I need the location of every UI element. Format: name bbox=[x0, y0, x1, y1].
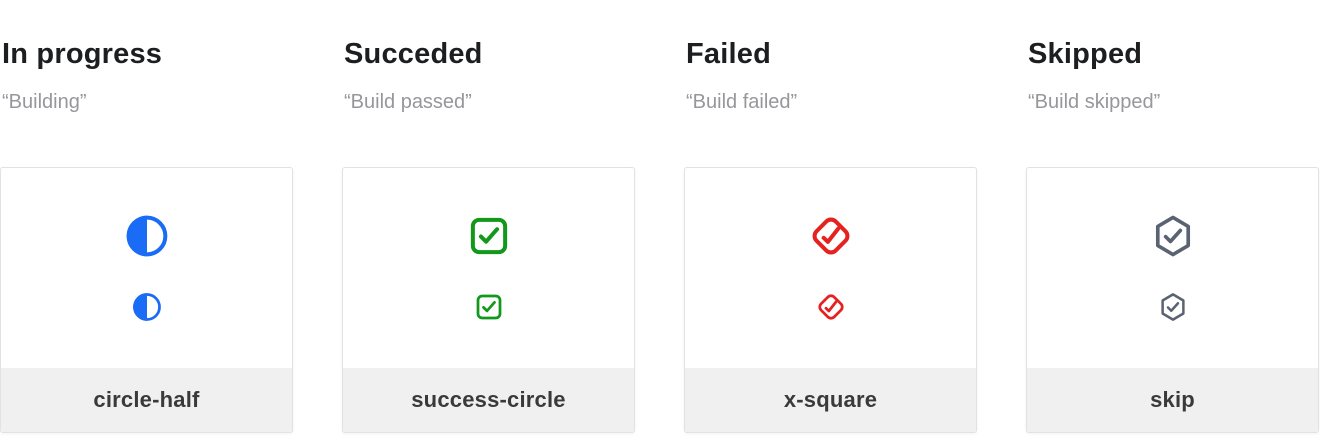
icon-preview-area bbox=[1027, 168, 1318, 368]
status-message: “Building” bbox=[2, 91, 87, 113]
circle-half-icon bbox=[132, 292, 162, 322]
icon-name-label: x-square bbox=[783, 387, 878, 412]
icon-name-footer: x-square bbox=[685, 368, 976, 432]
status-message: “Build passed” bbox=[344, 91, 472, 113]
circle-half-icon bbox=[125, 214, 169, 258]
icon-name-label: circle-half bbox=[93, 387, 200, 412]
success-circle-icon bbox=[467, 214, 511, 258]
skip-icon bbox=[1158, 292, 1188, 322]
icon-name-footer: skip bbox=[1027, 368, 1318, 432]
skip-icon bbox=[1151, 214, 1195, 258]
icon-name-footer: success-circle bbox=[343, 368, 634, 432]
icon-card: circle-half bbox=[0, 167, 293, 433]
x-square-icon bbox=[809, 214, 853, 258]
status-column-in-progress: In progress “Building” circle-half bbox=[0, 0, 293, 433]
icon-preview-area bbox=[343, 168, 634, 368]
status-title: Succeded bbox=[344, 38, 483, 70]
icon-card: success-circle bbox=[342, 167, 635, 433]
icon-name-label: skip bbox=[1150, 387, 1195, 412]
icon-preview-area bbox=[685, 168, 976, 368]
icon-name-footer: circle-half bbox=[1, 368, 292, 432]
status-title: In progress bbox=[2, 38, 163, 70]
status-column-failed: Failed “Build failed” x-square bbox=[684, 0, 977, 433]
icon-card: skip bbox=[1026, 167, 1319, 433]
status-column-skipped: Skipped “Build skipped” skip bbox=[1026, 0, 1319, 433]
icon-name-label: success-circle bbox=[411, 387, 566, 412]
x-square-icon bbox=[816, 292, 846, 322]
status-column-succeded: Succeded “Build passed” success-circle bbox=[342, 0, 635, 433]
icon-preview-area bbox=[1, 168, 292, 368]
success-circle-icon bbox=[474, 292, 504, 322]
icon-card: x-square bbox=[684, 167, 977, 433]
status-title: Skipped bbox=[1028, 38, 1143, 70]
status-message: “Build skipped” bbox=[1028, 91, 1161, 113]
status-title: Failed bbox=[686, 38, 771, 70]
status-message: “Build failed” bbox=[686, 91, 798, 113]
